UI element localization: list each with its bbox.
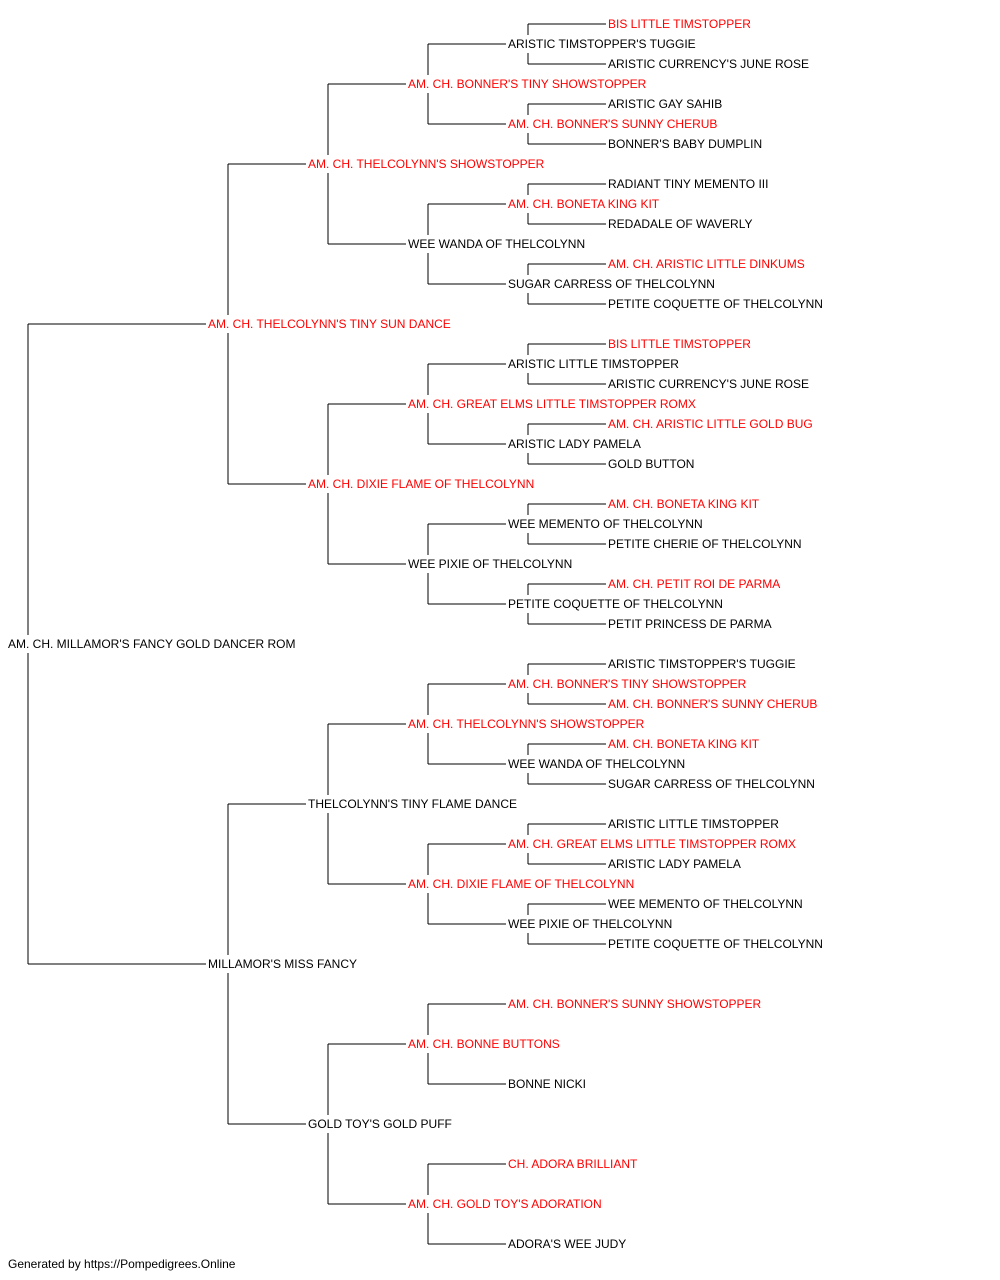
pedigree-node: AM. CH. GOLD TOY'S ADORATION — [408, 1197, 602, 1211]
pedigree-node: AM. CH. DIXIE FLAME OF THELCOLYNN — [308, 477, 534, 491]
pedigree-node: WEE PIXIE OF THELCOLYNN — [508, 917, 672, 931]
pedigree-node: AM. CH. THELCOLYNN'S TINY SUN DANCE — [208, 317, 451, 331]
pedigree-node: REDADALE OF WAVERLY — [608, 217, 752, 231]
pedigree-node: BIS LITTLE TIMSTOPPER — [608, 337, 751, 351]
pedigree-node: AM. CH. THELCOLYNN'S SHOWSTOPPER — [408, 717, 645, 731]
pedigree-node: THELCOLYNN'S TINY FLAME DANCE — [308, 797, 517, 811]
pedigree-node: AM. CH. THELCOLYNN'S SHOWSTOPPER — [308, 157, 545, 171]
pedigree-node: AM. CH. ARISTIC LITTLE DINKUMS — [608, 257, 805, 271]
pedigree-node: WEE WANDA OF THELCOLYNN — [508, 757, 685, 771]
pedigree-node: ARISTIC CURRENCY'S JUNE ROSE — [608, 377, 809, 391]
pedigree-node: AM. CH. MILLAMOR'S FANCY GOLD DANCER ROM — [8, 637, 295, 651]
pedigree-node: ARISTIC LADY PAMELA — [508, 437, 641, 451]
pedigree-node: AM. CH. BONETA KING KIT — [508, 197, 660, 211]
pedigree-node: PETITE COQUETTE OF THELCOLYNN — [608, 297, 823, 311]
pedigree-node: BONNER'S BABY DUMPLIN — [608, 137, 762, 151]
pedigree-node: AM. CH. BONETA KING KIT — [608, 737, 760, 751]
pedigree-node: WEE MEMENTO OF THELCOLYNN — [508, 517, 703, 531]
pedigree-node: AM. CH. GREAT ELMS LITTLE TIMSTOPPER ROM… — [408, 397, 696, 411]
pedigree-node: AM. CH. DIXIE FLAME OF THELCOLYNN — [408, 877, 634, 891]
pedigree-node: ARISTIC CURRENCY'S JUNE ROSE — [608, 57, 809, 71]
pedigree-node: SUGAR CARRESS OF THELCOLYNN — [508, 277, 715, 291]
pedigree-node: AM. CH. PETIT ROI DE PARMA — [608, 577, 780, 591]
pedigree-node: SUGAR CARRESS OF THELCOLYNN — [608, 777, 815, 791]
pedigree-node: AM. CH. BONNER'S SUNNY CHERUB — [508, 117, 717, 131]
pedigree-node: AM. CH. BONNE BUTTONS — [408, 1037, 560, 1051]
pedigree-node: PETITE COQUETTE OF THELCOLYNN — [508, 597, 723, 611]
pedigree-node: RADIANT TINY MEMENTO III — [608, 177, 768, 191]
pedigree-node: AM. CH. BONETA KING KIT — [608, 497, 760, 511]
pedigree-node: PETIT PRINCESS DE PARMA — [608, 617, 772, 631]
pedigree-node: AM. CH. BONNER'S TINY SHOWSTOPPER — [508, 677, 747, 691]
pedigree-node: ARISTIC LITTLE TIMSTOPPER — [508, 357, 679, 371]
pedigree-node: GOLD TOY'S GOLD PUFF — [308, 1117, 452, 1131]
pedigree-node: WEE WANDA OF THELCOLYNN — [408, 237, 585, 251]
pedigree-node: BIS LITTLE TIMSTOPPER — [608, 17, 751, 31]
pedigree-node: GOLD BUTTON — [608, 457, 694, 471]
pedigree-node: AM. CH. GREAT ELMS LITTLE TIMSTOPPER ROM… — [508, 837, 796, 851]
pedigree-node: AM. CH. BONNER'S SUNNY CHERUB — [608, 697, 817, 711]
pedigree-node: AM. CH. ARISTIC LITTLE GOLD BUG — [608, 417, 813, 431]
pedigree-node: ARISTIC GAY SAHIB — [608, 97, 722, 111]
pedigree-node: CH. ADORA BRILLIANT — [508, 1157, 638, 1171]
pedigree-node: ADORA'S WEE JUDY — [508, 1237, 626, 1251]
pedigree-node: AM. CH. BONNER'S SUNNY SHOWSTOPPER — [508, 997, 762, 1011]
pedigree-node: AM. CH. BONNER'S TINY SHOWSTOPPER — [408, 77, 647, 91]
footer-credit: Generated by https://Pompedigrees.Online — [8, 1257, 236, 1271]
pedigree-node: ARISTIC LITTLE TIMSTOPPER — [608, 817, 779, 831]
pedigree-node: PETITE CHERIE OF THELCOLYNN — [608, 537, 802, 551]
pedigree-node: ARISTIC TIMSTOPPER'S TUGGIE — [608, 657, 796, 671]
pedigree-node: ARISTIC TIMSTOPPER'S TUGGIE — [508, 37, 696, 51]
pedigree-node: WEE MEMENTO OF THELCOLYNN — [608, 897, 803, 911]
pedigree-node: WEE PIXIE OF THELCOLYNN — [408, 557, 572, 571]
pedigree-node: ARISTIC LADY PAMELA — [608, 857, 741, 871]
pedigree-node: PETITE COQUETTE OF THELCOLYNN — [608, 937, 823, 951]
pedigree-node: BONNE NICKI — [508, 1077, 586, 1091]
pedigree-node: MILLAMOR'S MISS FANCY — [208, 957, 357, 971]
